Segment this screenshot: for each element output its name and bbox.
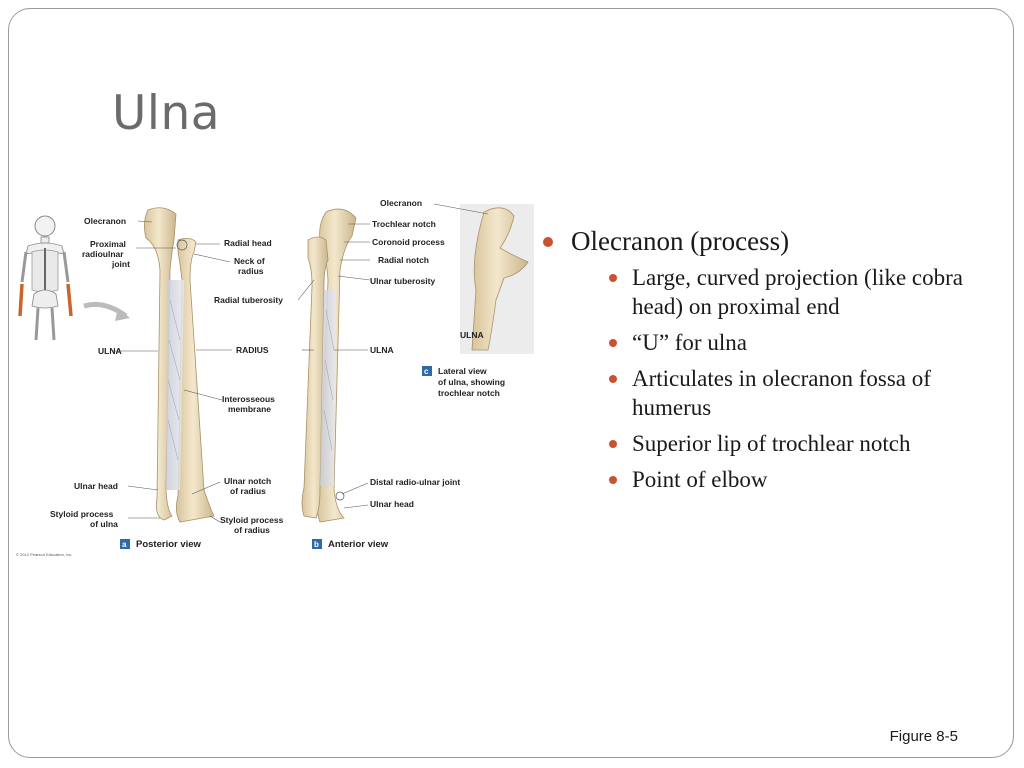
forearm-bones-illustration: Olecranon Proximal radioulnar joint ULNA… xyxy=(16,198,534,557)
panel-c-title-2: of ulna, showing xyxy=(438,377,505,387)
panel-b-title: Anterior view xyxy=(328,539,389,550)
panel-a-tag-letter: a xyxy=(122,540,127,549)
panel-b-anterior-bones xyxy=(301,208,357,523)
figure-reference: Figure 8-5 xyxy=(889,728,958,745)
label-ulna-b: ULNA xyxy=(370,345,394,355)
figure-copyright: © 2012 Pearson Education, Inc. xyxy=(16,552,73,557)
label-ulnar-notch-1: Ulnar notch xyxy=(224,476,271,486)
label-proximal-joint-1: Proximal xyxy=(90,239,126,249)
sub-bullet-item: Articulates in olecranon fossa of humeru… xyxy=(571,364,980,422)
label-proximal-joint-3: joint xyxy=(111,259,130,269)
bullet-olecranon: Olecranon (process) Large, curved projec… xyxy=(540,224,980,494)
label-ulnar-head-a: Ulnar head xyxy=(74,481,118,491)
panel-c-tag-letter: c xyxy=(424,367,429,376)
bullet-list: Olecranon (process) Large, curved projec… xyxy=(540,224,980,501)
panel-b-tag-letter: b xyxy=(314,540,319,549)
panel-b-tag xyxy=(312,539,322,549)
label-neck-1: Neck of xyxy=(234,256,265,266)
label-radial-tuberosity: Radial tuberosity xyxy=(214,295,283,305)
panel-a-tag xyxy=(120,539,130,549)
label-ulnar-notch-2: of radius xyxy=(230,486,266,496)
panel-c-lateral-bone xyxy=(460,204,534,354)
sub-bullet-item: Large, curved projection (like cobra hea… xyxy=(571,263,980,321)
label-distal-joint: Distal radio-ulnar joint xyxy=(370,477,460,487)
label-radial-notch: Radial notch xyxy=(378,255,429,265)
label-radial-head: Radial head xyxy=(224,238,272,248)
label-olecranon-a: Olecranon xyxy=(84,216,126,226)
bone-figure: Olecranon Proximal radioulnar joint ULNA… xyxy=(14,190,536,562)
leader-lines xyxy=(112,203,489,523)
sub-bullet-item: Point of elbow xyxy=(571,465,980,494)
label-styloid-radius-1: Styloid process xyxy=(220,515,284,525)
label-styloid-ulna-2: of ulna xyxy=(90,519,118,529)
panel-c-title-3: trochlear notch xyxy=(438,388,500,398)
sub-bullet-item: “U” for ulna xyxy=(571,328,980,357)
label-ulnar-tuberosity: Ulnar tuberosity xyxy=(370,276,435,286)
label-interosseous-2: membrane xyxy=(228,404,271,414)
panel-a-title: Posterior view xyxy=(136,539,202,550)
skeleton-thumbnail-icon xyxy=(18,215,130,341)
label-styloid-ulna-1: Styloid process xyxy=(50,509,114,519)
bullet-text: Olecranon (process) xyxy=(571,226,790,256)
label-coronoid-process: Coronoid process xyxy=(372,237,445,247)
sub-bullet-list: Large, curved projection (like cobra hea… xyxy=(571,263,980,494)
label-trochlear-notch: Trochlear notch xyxy=(372,219,436,229)
label-neck-2: radius xyxy=(238,266,264,276)
label-ulna-c: ULNA xyxy=(460,330,484,340)
panel-a-posterior-bones xyxy=(144,207,215,523)
label-ulna-a: ULNA xyxy=(98,346,122,356)
label-interosseous-1: Interosseous xyxy=(222,394,275,404)
label-styloid-radius-2: of radius xyxy=(234,525,270,535)
label-ulnar-head-b: Ulnar head xyxy=(370,499,414,509)
label-proximal-joint-2: radioulnar xyxy=(82,249,124,259)
label-radius: RADIUS xyxy=(236,345,269,355)
label-olecranon-b: Olecranon xyxy=(380,198,422,208)
sub-bullet-item: Superior lip of trochlear notch xyxy=(571,429,980,458)
panel-c-tag xyxy=(422,366,432,376)
panel-c-title-1: Lateral view xyxy=(438,366,487,376)
slide-title: Ulna xyxy=(112,86,221,141)
